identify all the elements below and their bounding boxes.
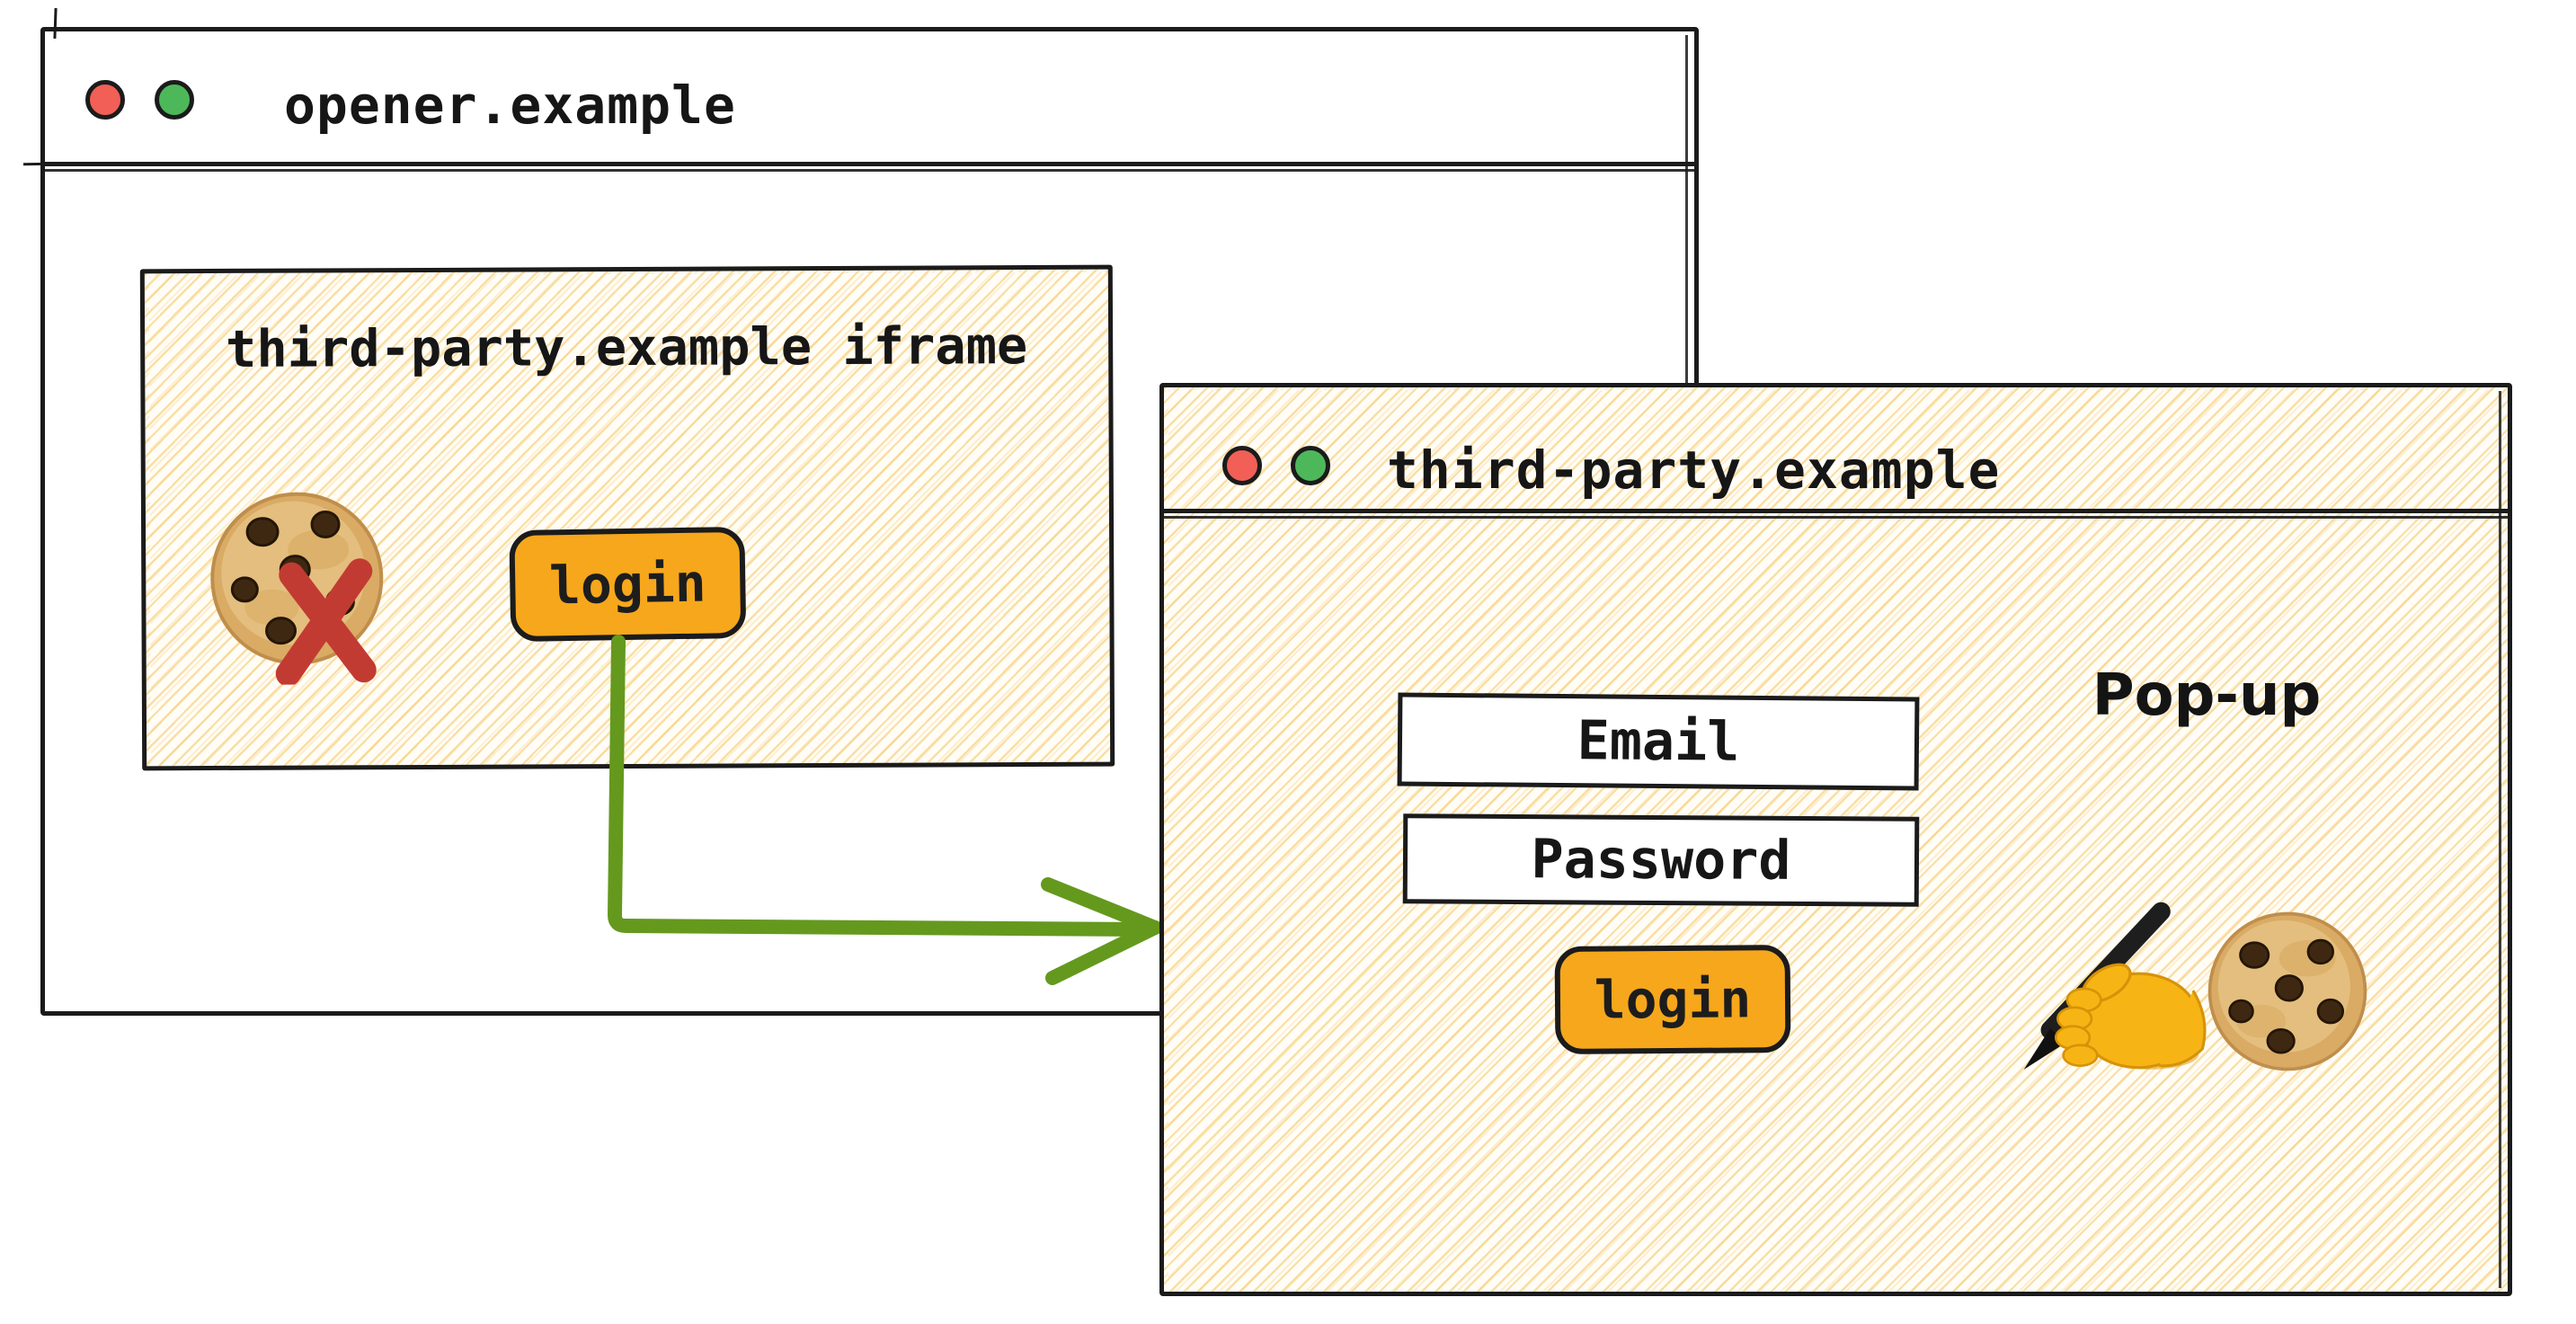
popup-window-title: third-party.example (1387, 440, 2001, 501)
iframe-login-button[interactable]: login (509, 526, 747, 643)
titlebar-divider (1162, 516, 2509, 519)
cookie-icon (2207, 911, 2367, 1071)
popup-login-button[interactable]: login (1554, 945, 1791, 1054)
password-field[interactable]: Password (1402, 813, 1920, 907)
popup-label: Pop-up (2092, 662, 2322, 729)
close-window-icon[interactable] (85, 80, 125, 120)
email-field-label: Email (1577, 709, 1740, 774)
iframe-login-button-label: login (548, 552, 707, 617)
popup-titlebar: third-party.example (1162, 387, 2509, 519)
writing-hand-icon (2023, 902, 2207, 1070)
popup-login-button-label: login (1594, 968, 1752, 1031)
maximize-window-icon[interactable] (155, 80, 194, 120)
opener-window-title: opener.example (284, 75, 736, 136)
email-field[interactable]: Email (1397, 692, 1920, 791)
titlebar-divider (43, 169, 1696, 172)
close-window-icon[interactable] (1222, 446, 1262, 485)
iframe-label: third-party.example iframe (225, 316, 1028, 379)
opener-titlebar: opener.example (43, 31, 1696, 172)
popup-browser-window: third-party.example Pop-up Email Passwor… (1159, 383, 2512, 1296)
sketch-stroke (2499, 391, 2501, 1288)
third-party-iframe: third-party.example iframe login (139, 264, 1115, 771)
blocked-x-icon (275, 558, 377, 685)
maximize-window-icon[interactable] (1291, 446, 1330, 485)
password-field-label: Password (1531, 828, 1791, 893)
